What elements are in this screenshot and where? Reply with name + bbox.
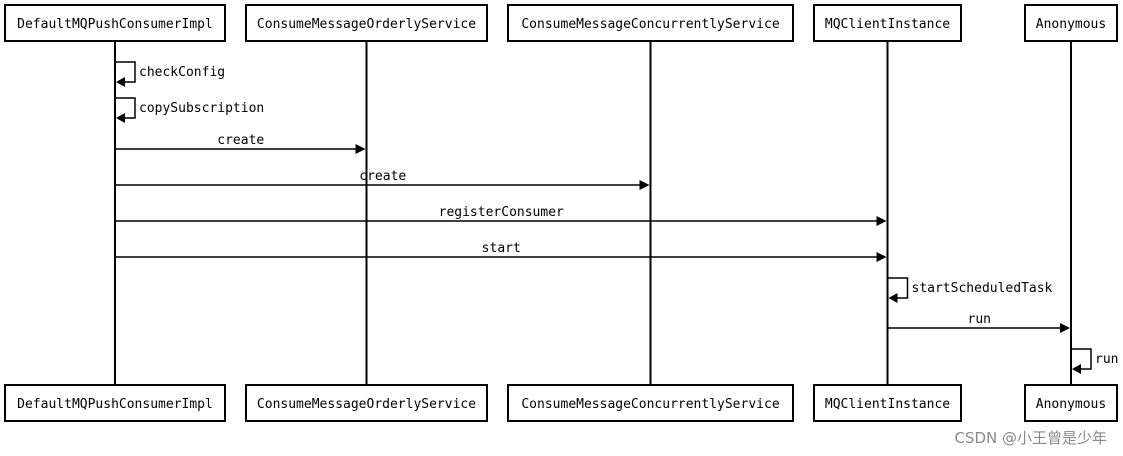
participant-bottom-p4: MQClientInstance xyxy=(813,384,962,422)
message-label: startScheduledTask xyxy=(912,281,1053,296)
participant-bottom-p5: Anonymous xyxy=(1024,384,1118,422)
message-label: create xyxy=(359,169,406,184)
message-label: checkConfig xyxy=(139,65,225,80)
message-5: registerConsumer xyxy=(115,205,887,226)
message-label: start xyxy=(482,241,521,256)
participant-top-p4: MQClientInstance xyxy=(813,4,962,42)
arrow-head-icon xyxy=(116,77,125,87)
participant-box xyxy=(245,4,488,42)
arrow-head-icon xyxy=(876,216,887,226)
self-message-line xyxy=(1071,348,1092,370)
message-9: run xyxy=(1071,348,1118,374)
participant-label: ConsumeMessageOrderlyService xyxy=(257,17,476,32)
participant-label: ConsumeMessageConcurrentlyService xyxy=(521,17,779,32)
participant-box xyxy=(813,384,962,422)
participant-bottom-p1: DefaultMQPushConsumerImpl xyxy=(4,384,226,422)
message-label: registerConsumer xyxy=(439,205,564,220)
participant-box xyxy=(507,384,794,422)
participant-top-p3: ConsumeMessageConcurrentlyService xyxy=(507,4,794,42)
participant-label: ConsumeMessageOrderlyService xyxy=(257,397,476,412)
participant-label: MQClientInstance xyxy=(825,17,950,32)
participant-box xyxy=(507,4,794,42)
participant-label: Anonymous xyxy=(1036,17,1106,32)
message-3: create xyxy=(115,133,366,154)
participant-label: DefaultMQPushConsumerImpl xyxy=(17,17,213,32)
participant-label: DefaultMQPushConsumerImpl xyxy=(17,397,213,412)
self-message-line xyxy=(115,97,136,119)
watermark: CSDN @小王曾是少年 xyxy=(954,429,1107,447)
message-label: run xyxy=(1095,352,1118,367)
arrow-head-icon xyxy=(876,252,887,262)
message-label: create xyxy=(217,133,264,148)
message-1: checkConfig xyxy=(115,61,225,87)
participant-top-p1: DefaultMQPushConsumerImpl xyxy=(4,4,226,42)
message-6: start xyxy=(115,241,887,262)
message-8: run xyxy=(887,312,1070,333)
participant-top-p5: Anonymous xyxy=(1024,4,1118,42)
self-message-line xyxy=(115,61,136,83)
message-label: copySubscription xyxy=(139,101,264,116)
participant-box xyxy=(1024,4,1118,42)
participant-label: MQClientInstance xyxy=(825,397,950,412)
participant-box xyxy=(1024,384,1118,422)
message-label: run xyxy=(968,312,991,327)
arrow-head-icon xyxy=(355,144,366,154)
participant-box xyxy=(813,4,962,42)
participant-bottom-p3: ConsumeMessageConcurrentlyService xyxy=(507,384,794,422)
participant-top-p2: ConsumeMessageOrderlyService xyxy=(245,4,488,42)
participant-box xyxy=(4,4,226,42)
arrow-head-icon xyxy=(1072,364,1081,374)
arrow-head-icon xyxy=(1060,323,1070,333)
arrow-head-icon xyxy=(888,293,898,303)
arrow-head-icon xyxy=(639,180,650,190)
participant-box xyxy=(4,384,226,422)
message-4: create xyxy=(115,169,650,190)
message-2: copySubscription xyxy=(115,97,264,123)
participant-label: Anonymous xyxy=(1036,397,1106,412)
message-7: startScheduledTask xyxy=(887,277,1053,303)
participant-box xyxy=(245,384,488,422)
participant-bottom-p2: ConsumeMessageOrderlyService xyxy=(245,384,488,422)
self-message-line xyxy=(887,277,909,299)
participant-label: ConsumeMessageConcurrentlyService xyxy=(521,397,779,412)
arrow-head-icon xyxy=(116,113,125,123)
